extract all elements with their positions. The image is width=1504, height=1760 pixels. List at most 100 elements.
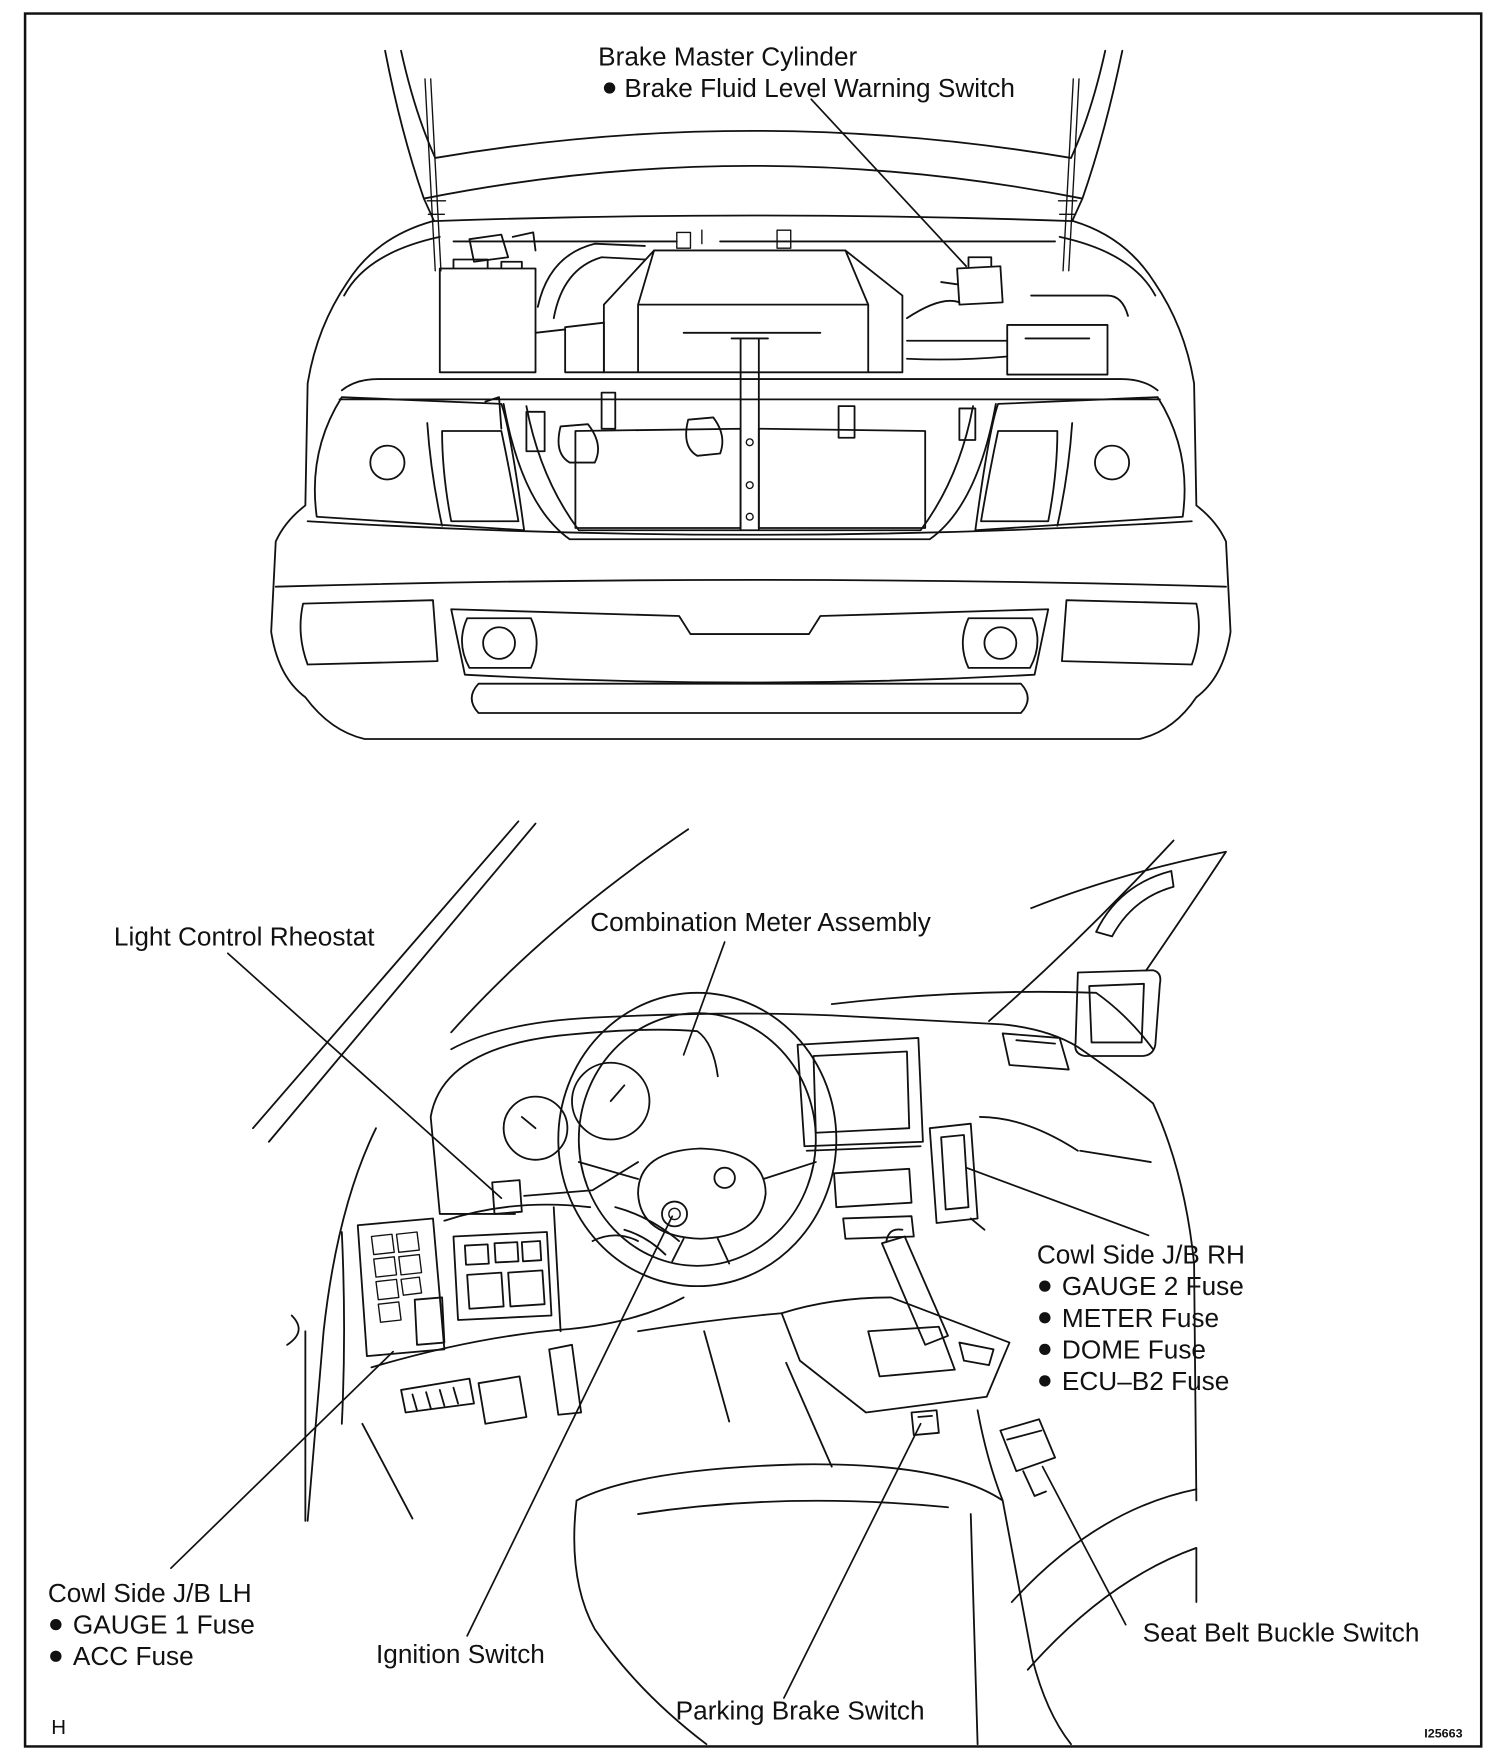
label-combination-meter-assembly: Combination Meter Assembly	[590, 907, 931, 937]
label-cowl-side-jb-lh: Cowl Side J/B LH	[48, 1578, 252, 1608]
center-bracket	[730, 337, 769, 532]
bullet-icon	[603, 82, 616, 94]
firewall-fittings	[676, 229, 792, 249]
bullet-icon	[1039, 1280, 1051, 1292]
vehicle-interior-view	[252, 820, 1227, 1746]
shift-lever	[880, 1228, 949, 1346]
left-headlight-housing	[313, 396, 526, 532]
bracket-hole	[745, 481, 754, 490]
grille	[484, 337, 997, 541]
lower-intake	[450, 608, 1050, 684]
bullet-icon	[50, 1618, 62, 1631]
bracket-hole	[745, 512, 754, 521]
emblem-icon	[713, 1166, 736, 1189]
open-hood	[384, 49, 1124, 272]
hood-panel	[384, 49, 1124, 223]
door-mirror	[1074, 969, 1162, 1057]
label-seat-belt-buckle-switch: Seat Belt Buckle Switch	[1143, 1618, 1420, 1648]
seat-belt-buckle	[999, 1418, 1056, 1497]
steering-wheel	[557, 991, 838, 1288]
left-headlight	[313, 396, 526, 532]
label-brake-master-cylinder: Brake Master Cylinder	[598, 42, 857, 72]
pedals	[477, 1343, 583, 1425]
vehicle-front-view	[270, 49, 1232, 740]
bracket-hole	[745, 438, 754, 447]
windshield-pillar-left	[252, 820, 690, 1143]
left-headlight-lens	[441, 430, 520, 523]
fog-lamp-left	[482, 626, 516, 660]
cowl-side-junction-block-lh	[356, 1217, 446, 1358]
leader-combination-meter	[682, 941, 726, 1056]
hood-strut-left	[424, 78, 447, 272]
relay-box	[1006, 324, 1109, 376]
junction-block-lh-fuses	[370, 1231, 423, 1323]
leader-cowl-side-jb-rh	[965, 1166, 1150, 1237]
passenger-vent	[1001, 1032, 1070, 1071]
lower-grille-slot	[470, 682, 1029, 714]
switch-panel	[452, 1231, 553, 1321]
light-control-rheostat-knob	[491, 1179, 523, 1215]
brake-master-reservoir	[940, 256, 1004, 306]
hood-strut-right	[1057, 78, 1080, 272]
bullet-icon	[1039, 1375, 1051, 1387]
leader-lines	[170, 98, 1150, 1699]
fog-lamp-left-housing	[461, 617, 538, 669]
label-ecu-b2-fuse: ECU–B2 Fuse	[1062, 1366, 1229, 1396]
bumper-lines	[274, 520, 1227, 588]
label-gauge-2-fuse: GAUGE 2 Fuse	[1062, 1271, 1244, 1301]
label-cowl-side-jb-rh: Cowl Side J/B RH	[1037, 1240, 1245, 1270]
side-lamp-right	[1061, 599, 1200, 666]
lower-dash	[370, 1203, 685, 1369]
fog-lamp-right-housing	[961, 617, 1039, 669]
label-ignition-switch: Ignition Switch	[376, 1639, 545, 1669]
steering-wheel-rim	[557, 991, 838, 1288]
right-headlight	[974, 396, 1186, 532]
washer-reservoir	[468, 231, 537, 263]
leader-cowl-side-jb-lh	[170, 1350, 394, 1570]
label-light-control-rheostat: Light Control Rheostat	[114, 922, 375, 952]
illustration-code: I25663	[1424, 1726, 1462, 1740]
vehicle-body	[270, 220, 1232, 740]
cowl-side-junction-block-rh	[928, 1122, 986, 1231]
leader-parking-brake-switch	[783, 1422, 922, 1699]
engine-cover	[602, 249, 904, 374]
driver-seat	[573, 1409, 1072, 1746]
leader-ignition-switch	[466, 1215, 674, 1637]
label-gauge-1-fuse: GAUGE 1 Fuse	[73, 1610, 255, 1640]
instrument-cluster-hood	[429, 1028, 719, 1215]
center-stack	[796, 1037, 924, 1240]
floor-lines	[637, 1312, 833, 1468]
right-headlight-housing	[974, 396, 1186, 532]
ignition-key-cylinder	[661, 1200, 688, 1228]
bullet-icon	[1039, 1312, 1051, 1324]
engine-hoses	[906, 294, 1129, 361]
bullet-icon	[50, 1650, 62, 1662]
speedometer-gauge	[502, 1095, 569, 1161]
callout-brake-master-cylinder: Brake Master Cylinder Brake Fluid Level …	[598, 42, 1015, 103]
label-dome-fuse: DOME Fuse	[1062, 1334, 1206, 1364]
callout-cowl-side-jb-rh: Cowl Side J/B RH GAUGE 2 Fuse METER Fuse…	[1037, 1240, 1245, 1396]
bullet-icon	[1039, 1343, 1051, 1355]
label-brake-fluid-level-warning-switch: Brake Fluid Level Warning Switch	[624, 73, 1015, 103]
label-parking-brake-switch: Parking Brake Switch	[676, 1696, 925, 1726]
right-headlight-lens	[980, 430, 1059, 523]
tachometer-gauge	[571, 1061, 651, 1141]
door-striker	[286, 1314, 300, 1346]
leader-seat-belt-buckle-switch	[1041, 1465, 1127, 1626]
steering-wheel-hub	[577, 1147, 817, 1265]
door-panel-right	[978, 1102, 1198, 1502]
body-outline	[270, 220, 1232, 740]
fog-lamp-right	[983, 626, 1018, 660]
fender-gap-lines	[343, 236, 1157, 297]
callout-cowl-side-jb-lh: Cowl Side J/B LH GAUGE 1 Fuse ACC Fuse	[48, 1578, 255, 1671]
steering-column	[614, 1206, 680, 1256]
dashboard	[450, 990, 1154, 1105]
parking-brake-switch-part	[910, 1409, 940, 1436]
grab-handle	[1095, 870, 1175, 938]
gauge-needles	[520, 1084, 626, 1130]
junction-block-lh-connector	[413, 1296, 446, 1346]
intake-duct	[536, 242, 646, 320]
kick-panel	[400, 1377, 475, 1414]
door-frame-left	[304, 1127, 414, 1522]
